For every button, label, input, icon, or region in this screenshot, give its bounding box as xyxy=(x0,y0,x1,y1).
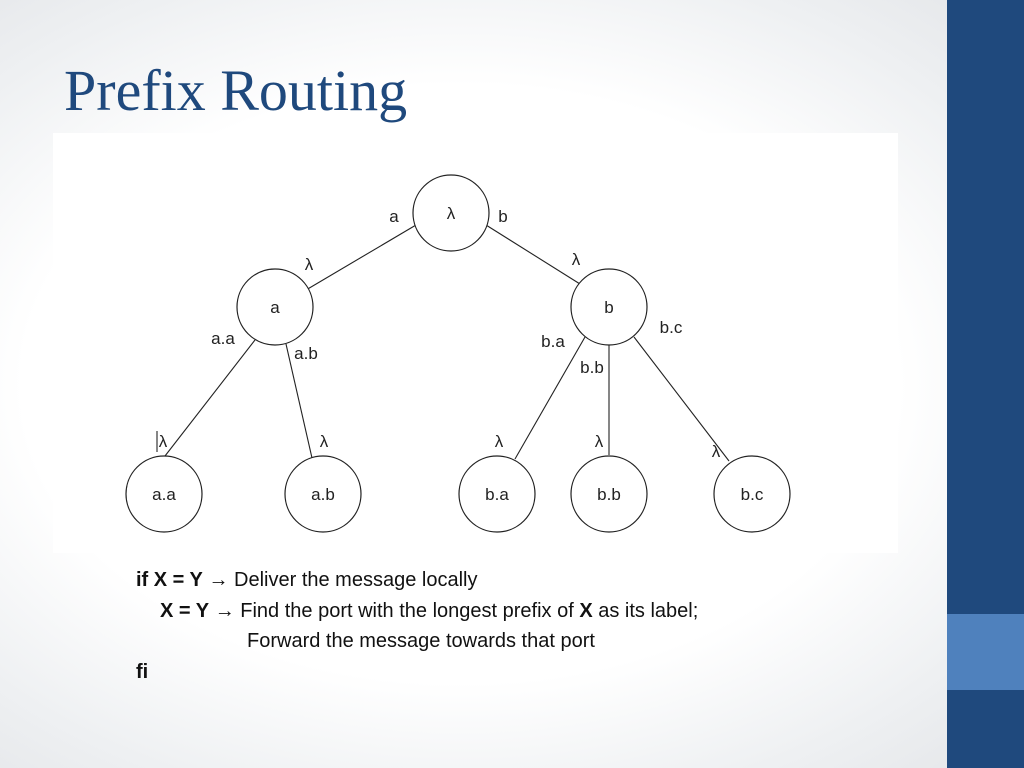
action-text-suffix: as its label; xyxy=(598,599,699,622)
slide-title: Prefix Routing xyxy=(64,58,408,123)
edge-b-ba xyxy=(514,336,586,460)
edge-label-b-root: λ xyxy=(572,250,581,269)
edge-label-ab: λ xyxy=(320,432,329,451)
sidebar-accent-block xyxy=(947,614,1024,690)
node-aa-label: a.a xyxy=(152,485,176,504)
node-root-label: λ xyxy=(447,204,456,223)
algo-line-4: fi xyxy=(136,657,916,688)
action-text: Deliver the message locally xyxy=(234,569,478,591)
condition: X = Y xyxy=(160,599,210,622)
variable-x: X xyxy=(579,599,593,622)
edge-root-b xyxy=(485,224,581,285)
node-root: λ xyxy=(412,174,490,252)
node-ba-label: b.a xyxy=(485,485,509,504)
edge-label-root-b: b xyxy=(498,207,507,226)
edge-a-aa xyxy=(157,339,256,466)
node-b-label: b xyxy=(604,298,613,317)
action-text: Forward the message towards that port xyxy=(247,630,595,652)
arrow-icon: → xyxy=(208,569,229,591)
edge-root-a xyxy=(305,224,417,291)
condition: X = Y xyxy=(153,569,203,591)
node-bb: b.b xyxy=(570,455,648,533)
node-bb-label: b.b xyxy=(597,485,621,504)
node-bc-label: b.c xyxy=(741,485,764,504)
edge-label-b-bc: b.c xyxy=(660,318,683,337)
edge-label-a-root: λ xyxy=(305,255,314,274)
node-aa: a.a xyxy=(125,455,203,533)
arrow-icon: → xyxy=(214,599,235,622)
action-text: Find the port with the longest prefix of xyxy=(240,599,574,622)
edge-label-aa: λ xyxy=(159,432,168,451)
edge-label-a-ab: a.b xyxy=(294,344,318,363)
edge-label-bc: λ xyxy=(712,442,721,461)
algo-line-2: X = Y → Find the port with the longest p… xyxy=(136,596,916,627)
algo-line-1: if X = Y → Deliver the message locally xyxy=(136,565,916,596)
node-ba: b.a xyxy=(458,455,536,533)
node-a: a xyxy=(236,268,314,346)
node-a-label: a xyxy=(270,298,280,317)
edge-label-bb: λ xyxy=(595,432,604,451)
edge-a-ab xyxy=(285,343,313,459)
edge-label-a-aa: a.a xyxy=(211,329,235,348)
node-ab: a.b xyxy=(284,455,362,533)
edge-b-bc xyxy=(633,336,730,462)
edge-label-ba: λ xyxy=(495,432,504,451)
edge-label-b-ba: b.a xyxy=(541,332,565,351)
node-b: b xyxy=(570,268,648,346)
node-ab-label: a.b xyxy=(311,485,335,504)
algo-line-3: Forward the message towards that port xyxy=(136,626,916,657)
keyword-if: if xyxy=(136,569,149,591)
edge-label-root-a: a xyxy=(389,207,399,226)
edge-label-b-bb: b.b xyxy=(580,358,604,377)
routing-algorithm: if X = Y → Deliver the message locally X… xyxy=(136,565,916,687)
node-bc: b.c xyxy=(713,455,791,533)
keyword-fi: fi xyxy=(136,660,149,683)
